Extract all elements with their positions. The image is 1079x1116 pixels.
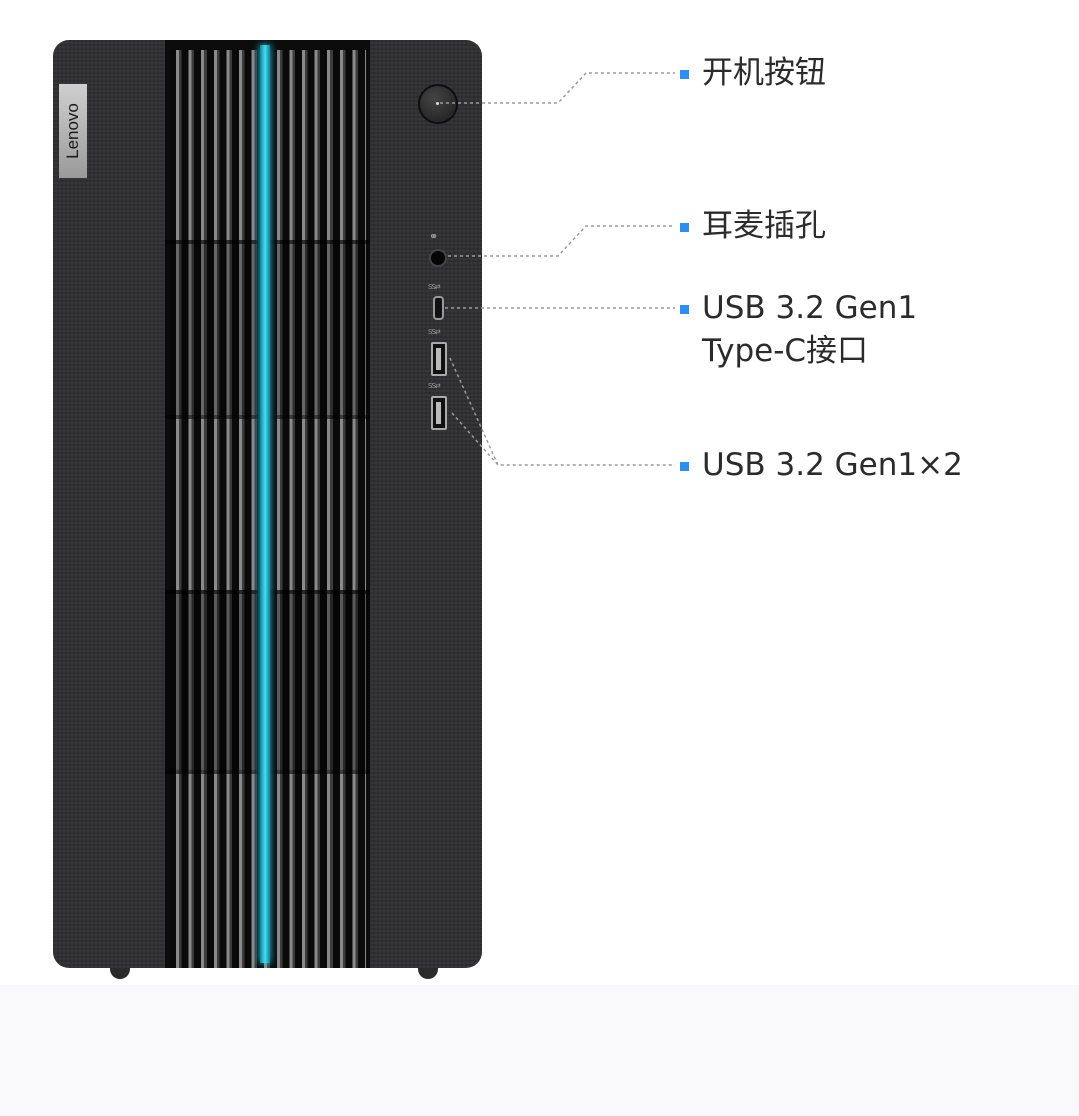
callout-line-usba xyxy=(449,357,675,466)
usb-ss-icon: SS⇄ xyxy=(428,283,441,291)
callout-line-usba xyxy=(451,412,499,466)
headset-icon: ⚭ xyxy=(429,230,439,243)
usb-a-port xyxy=(431,396,447,430)
headset-jack xyxy=(429,249,447,267)
callout-label: 耳麦插孔 xyxy=(702,208,826,244)
callout-label: USB 3.2 Gen1×2 xyxy=(702,447,963,483)
usb-ss-icon: SS⇄ xyxy=(428,382,441,390)
tower-foot xyxy=(418,968,438,979)
front-grille xyxy=(165,40,370,968)
bullet-icon xyxy=(680,223,689,232)
callout-power-button: 开机按钮 xyxy=(680,52,826,95)
tower-foot xyxy=(110,968,130,979)
bullet-icon xyxy=(680,70,689,79)
callout-label-line2: Type-C接口 xyxy=(702,333,869,369)
rgb-light-bar xyxy=(260,45,270,963)
usb-a-port xyxy=(431,342,447,376)
usb-c-port xyxy=(433,296,444,320)
callout-headset-jack: 耳麦插孔 xyxy=(680,205,826,248)
power-button xyxy=(418,84,458,124)
bottom-strip xyxy=(0,985,1079,1116)
callout-label: 开机按钮 xyxy=(702,55,826,91)
callout-label: USB 3.2 Gen1 xyxy=(702,290,918,326)
callout-usb-a: USB 3.2 Gen1×2 xyxy=(680,444,963,487)
bullet-icon xyxy=(680,305,689,314)
lenovo-logo: Lenovo xyxy=(59,84,87,178)
desktop-tower: Lenovo ⚭ SS⇄ SS⇄ SS⇄ xyxy=(53,40,482,968)
usb-ss-icon: SS⇄ xyxy=(428,328,441,336)
callout-line-power xyxy=(440,72,675,104)
callout-usb-c: USB 3.2 Gen1 Type-C接口 xyxy=(680,287,917,373)
callout-line-headset xyxy=(448,225,675,257)
bullet-icon xyxy=(680,462,689,471)
